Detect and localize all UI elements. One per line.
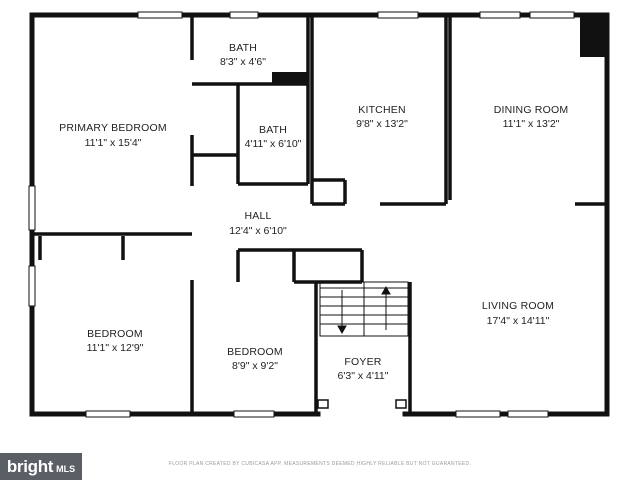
bedroom-mid-dims: 8'9" x 9'2"	[232, 360, 278, 372]
primary-bedroom-name: PRIMARY BEDROOM	[59, 122, 167, 134]
bright-mls-logo: bright MLS	[0, 453, 82, 480]
primary-bedroom-dims: 11'1" x 15'4"	[85, 137, 142, 149]
logo-main-text: bright	[6, 456, 54, 476]
foyer-name: FOYER	[344, 356, 381, 368]
bath-upper-name: BATH	[229, 42, 257, 54]
living-room-name: LIVING ROOM	[482, 300, 554, 312]
vanity-block	[272, 72, 308, 84]
outer-walls	[29, 12, 610, 417]
logo-sub-text: MLS	[56, 463, 76, 474]
bedroom-mid-name: BEDROOM	[227, 346, 283, 358]
dining-room-name: DINING ROOM	[494, 104, 569, 116]
bath-lower-name: BATH	[259, 124, 287, 136]
interior-walls	[32, 17, 605, 414]
windows	[28, 11, 575, 418]
hall-name: HALL	[244, 210, 271, 222]
kitchen-name: KITCHEN	[358, 104, 406, 116]
bedroom-left-name: BEDROOM	[87, 328, 143, 340]
entry-door	[317, 399, 407, 409]
bath-lower-dims: 4'11" x 6'10"	[245, 138, 302, 150]
room-labels: BATH 8'3" x 4'6" PRIMARY BEDROOM 11'1" x…	[59, 42, 568, 382]
hall-dims: 12'4" x 6'10"	[229, 225, 287, 237]
dining-room-dims: 11'1" x 13'2"	[503, 118, 560, 130]
bath-upper-dims: 8'3" x 4'6"	[220, 56, 266, 68]
bedroom-left-dims: 11'1" x 12'9"	[87, 342, 144, 354]
living-room-dims: 17'4" x 14'11"	[487, 315, 550, 327]
staircase	[319, 281, 409, 337]
chimney-block	[580, 15, 607, 57]
kitchen-dims: 9'8" x 13'2"	[356, 118, 408, 130]
plan-disclaimer: FLOOR PLAN CREATED BY CUBICASA APP. MEAS…	[168, 461, 472, 467]
foyer-dims: 6'3" x 4'11"	[338, 370, 389, 382]
